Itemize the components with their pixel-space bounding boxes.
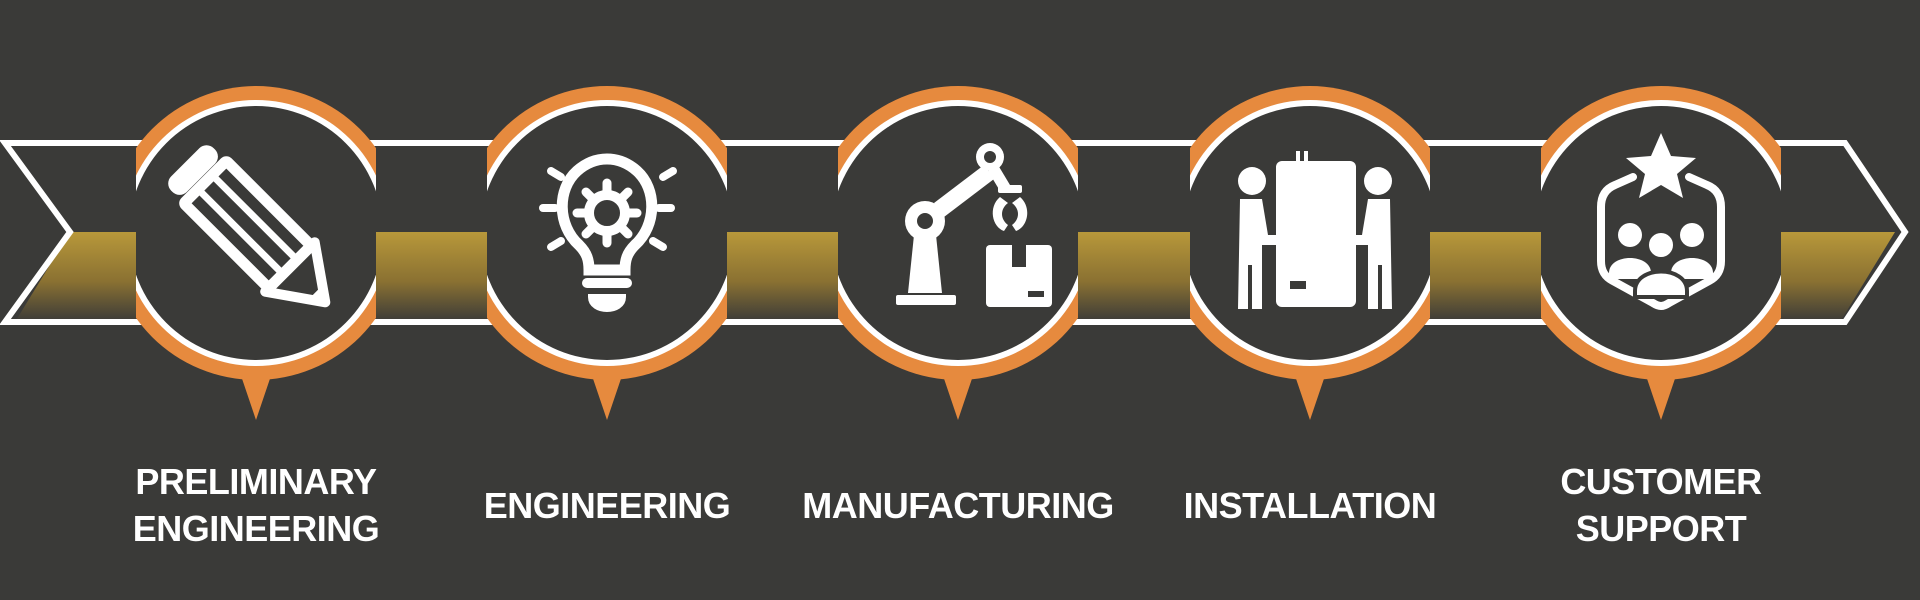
team-star-icon <box>1597 133 1725 310</box>
step-manufacturing: MANUFACTURING <box>788 0 1128 600</box>
step-marker <box>838 86 1078 420</box>
step-label: ENGINEERING <box>483 484 731 526</box>
step-marker <box>136 86 376 420</box>
step-installation: INSTALLATION <box>1140 0 1480 600</box>
arrow-band-outline <box>0 140 1909 325</box>
step-engineering: ENGINEERING <box>437 0 777 600</box>
step-marker <box>487 86 727 420</box>
step-marker <box>1190 86 1430 420</box>
step-label: MANUFACTURING <box>802 484 1114 526</box>
lightbulb-gear-icon <box>539 153 677 312</box>
step-customer-support: CUSTOMER SUPPORT <box>1491 0 1831 600</box>
step-preliminary-engineering: PRELIMINARY ENGINEERING <box>86 0 426 600</box>
step-label: PRELIMINARY ENGINEERING <box>132 461 380 549</box>
pencil-icon <box>168 145 331 308</box>
step-label: CUSTOMER SUPPORT <box>1560 461 1762 549</box>
step-label: INSTALLATION <box>1183 484 1437 526</box>
step-marker <box>1541 86 1781 420</box>
people-carrying-cabinet-icon <box>1238 151 1392 309</box>
robot-arm-icon <box>896 143 1052 307</box>
